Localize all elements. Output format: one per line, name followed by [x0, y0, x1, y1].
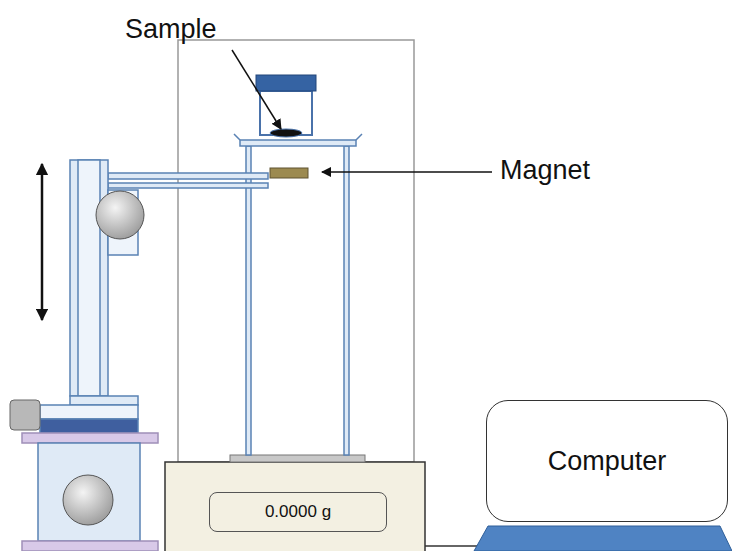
motion-arrow: [41, 164, 44, 320]
balance-display: 0.0000 g: [209, 492, 387, 532]
computer-box: Computer: [486, 400, 728, 522]
part-label: Sample: [125, 14, 217, 45]
leader-line: [232, 50, 281, 129]
balance-base: [165, 462, 425, 551]
enclosure: [178, 40, 414, 462]
node-text: Computer: [548, 446, 667, 477]
weighing-pan: [230, 455, 365, 462]
cable: [425, 545, 482, 547]
sample-stand: [234, 134, 362, 455]
computer-stand: [474, 526, 732, 551]
magnet: [270, 168, 308, 178]
side-knob: [10, 400, 40, 430]
stage-knob: [63, 475, 113, 525]
vial-cap: [256, 75, 316, 91]
leader-line: [322, 171, 492, 173]
part-label: Magnet: [500, 155, 590, 186]
node-text: 0.0000 g: [265, 502, 331, 522]
sample-disc: [270, 129, 302, 137]
sample-vial: [260, 91, 312, 135]
height-knob: [96, 191, 144, 239]
